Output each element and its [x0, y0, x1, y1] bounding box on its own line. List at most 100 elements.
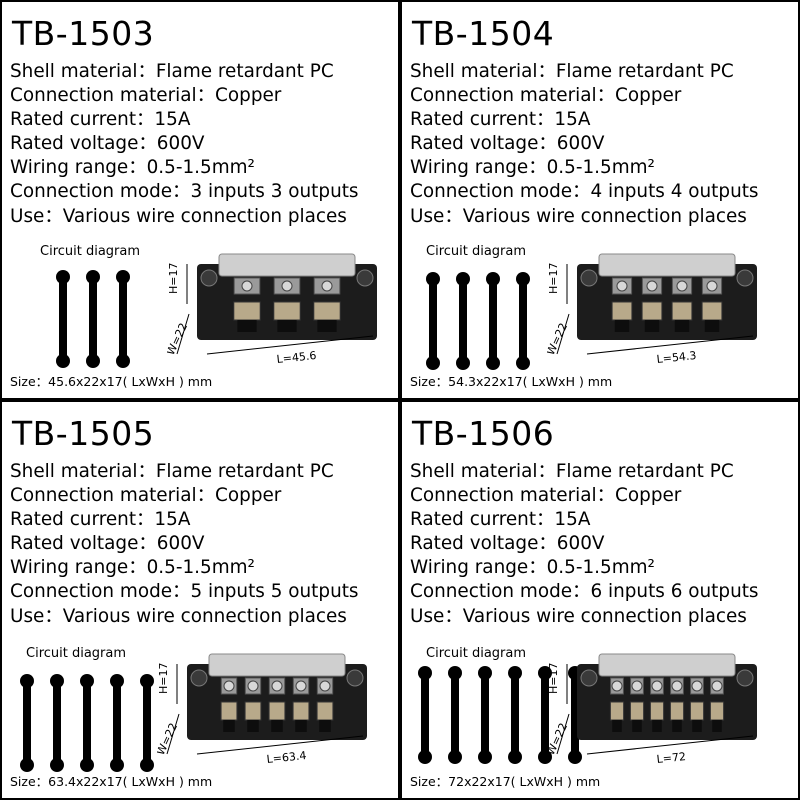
model-title: TB-1503: [12, 14, 155, 53]
screw-head: [711, 680, 723, 692]
wire-terminal: [244, 701, 262, 721]
wire-terminal: [641, 301, 663, 321]
wire-slot: [614, 320, 630, 332]
jumper-link: [448, 666, 462, 764]
circuit-diagram-label: Circuit diagram: [426, 244, 527, 259]
jumper-link: [80, 674, 94, 772]
spec-wiring-range: Wiring range：0.5-1.5mm²: [410, 557, 655, 579]
spec-connection-material: Connection material：Copper: [10, 485, 282, 507]
width-dimension-line: [176, 313, 190, 355]
jumper-link: [86, 270, 100, 368]
spec-wiring-range: Wiring range：0.5-1.5mm²: [10, 157, 255, 179]
terminal-block-drawing: H=17W=22L=63.4: [154, 653, 367, 766]
circuit-diagram-label: Circuit diagram: [40, 244, 141, 259]
wire-slot: [319, 720, 331, 732]
screw-head: [241, 280, 253, 292]
jumper-link: [486, 272, 500, 370]
model-title: TB-1506: [412, 414, 555, 453]
jumper-link: [516, 272, 530, 370]
screw-head: [281, 280, 293, 292]
screw-head: [247, 680, 259, 692]
size-text: Size：72x22x17( LxWxH ) mm: [410, 774, 601, 789]
terminal-block-drawing: H=17W=22L=45.6: [164, 253, 377, 366]
length-label: L=45.6: [276, 349, 317, 366]
length-dimension-line: [586, 335, 754, 355]
circuit-diagram: [56, 270, 148, 368]
wire-slot: [704, 320, 720, 332]
circuit-diagram-label: Circuit diagram: [26, 646, 127, 661]
circuit-diagram: [20, 674, 172, 772]
jumper-link: [418, 666, 432, 764]
mount-hole: [580, 669, 598, 687]
jumper-link: [508, 666, 522, 764]
spec-connection-material: Connection material：Copper: [410, 85, 682, 107]
spec-shell-material: Shell material：Flame retardant PC: [10, 461, 334, 482]
clear-cover: [218, 253, 356, 277]
wire-terminal: [268, 701, 286, 721]
mount-hole: [736, 669, 754, 687]
panel-tb-1506: TB-1506 Shell material：Flame retardant P…: [402, 402, 798, 798]
clear-cover: [598, 653, 736, 677]
width-label: W=22: [167, 321, 190, 357]
wire-slot: [712, 720, 722, 732]
wire-terminal: [689, 701, 705, 721]
jumper-link: [50, 674, 64, 772]
wire-slot: [644, 320, 660, 332]
mount-hole: [200, 269, 218, 287]
size-text: Size：63.4x22x17( LxWxH ) mm: [10, 774, 213, 789]
circuit-diagram: [418, 666, 600, 764]
wire-terminal: [701, 301, 723, 321]
spec-shell-material: Shell material：Flame retardant PC: [410, 61, 734, 82]
wire-slot: [237, 320, 257, 332]
wire-slot: [295, 720, 307, 732]
length-dimension-line: [586, 735, 754, 755]
screw-head: [646, 280, 658, 292]
panel-tb-1503: TB-1503 Shell material：Flame retardant P…: [2, 2, 398, 398]
screw-head: [223, 680, 235, 692]
wire-terminal: [671, 301, 693, 321]
width-dimension-line: [166, 713, 180, 755]
spec-connection-material: Connection material：Copper: [10, 85, 282, 107]
spec-use: Use：Various wire connection places: [10, 205, 347, 227]
wire-terminal: [669, 701, 685, 721]
length-dimension-line: [206, 335, 374, 355]
width-dimension-line: [556, 313, 570, 355]
spec-shell-material: Shell material：Flame retardant PC: [410, 461, 734, 482]
spec-connection-mode: Connection mode：6 inputs 6 outputs: [410, 581, 759, 603]
size-text: Size：45.6x22x17( LxWxH ) mm: [10, 374, 213, 389]
model-title: TB-1504: [412, 14, 555, 53]
terminal-block-drawing: H=17W=22L=54.3: [544, 253, 757, 366]
width-dimension-line: [556, 713, 570, 755]
wire-terminal: [273, 301, 301, 321]
spec-rated-current: Rated current：15A: [410, 509, 591, 531]
wire-slot: [632, 720, 642, 732]
mount-hole: [356, 269, 374, 287]
screw-head: [321, 280, 333, 292]
spec-shell-material: Shell material：Flame retardant PC: [10, 61, 334, 82]
screw-head: [295, 680, 307, 692]
screw-head: [676, 280, 688, 292]
screw-head: [706, 280, 718, 292]
length-label: L=54.3: [656, 349, 697, 366]
height-label: H=17: [547, 263, 560, 295]
length-dimension-line: [196, 735, 364, 755]
screw-head: [691, 680, 703, 692]
screw-head: [271, 680, 283, 692]
panel-tb-1504: TB-1504 Shell material：Flame retardant P…: [402, 2, 798, 398]
mount-hole: [736, 269, 754, 287]
wire-terminal: [709, 701, 725, 721]
wire-slot: [674, 320, 690, 332]
jumper-link: [456, 272, 470, 370]
screw-head: [616, 280, 628, 292]
wire-terminal: [611, 301, 633, 321]
model-title: TB-1505: [12, 414, 155, 453]
panel-tb-1505: TB-1505 Shell material：Flame retardant P…: [2, 402, 398, 798]
spec-use: Use：Various wire connection places: [410, 205, 747, 227]
wire-terminal: [629, 701, 645, 721]
spec-rated-voltage: Rated voltage：600V: [410, 133, 605, 155]
length-label: L=63.4: [266, 749, 307, 766]
